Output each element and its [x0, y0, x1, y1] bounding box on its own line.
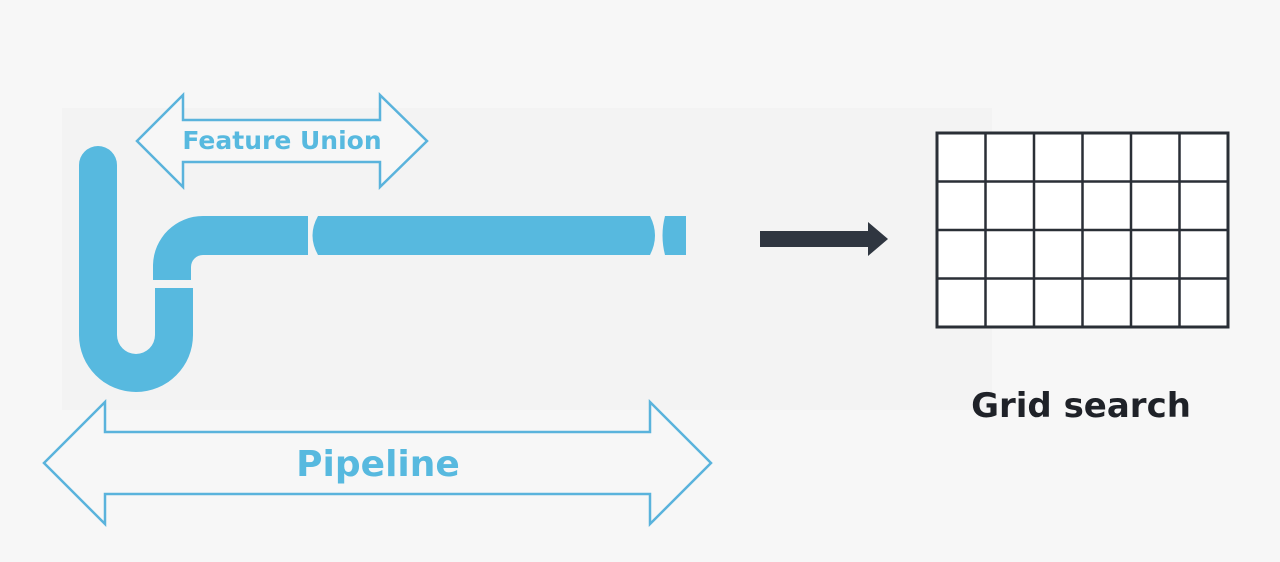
pipe-u-bend	[79, 146, 193, 392]
grid-search-grid-icon	[935, 131, 1230, 329]
feature-union-arrow	[135, 91, 429, 191]
pipe-elbow	[153, 216, 308, 280]
pipe-icon	[79, 146, 686, 392]
pipeline-arrow	[42, 398, 713, 528]
feature-union-label: Feature Union	[182, 126, 381, 155]
right-arrow-icon	[760, 222, 888, 256]
pipe-straight	[312, 216, 655, 255]
pipe-end-cap	[662, 216, 686, 255]
pipeline-label: Pipeline	[296, 444, 460, 485]
grid-search-label: Grid search	[971, 386, 1191, 426]
